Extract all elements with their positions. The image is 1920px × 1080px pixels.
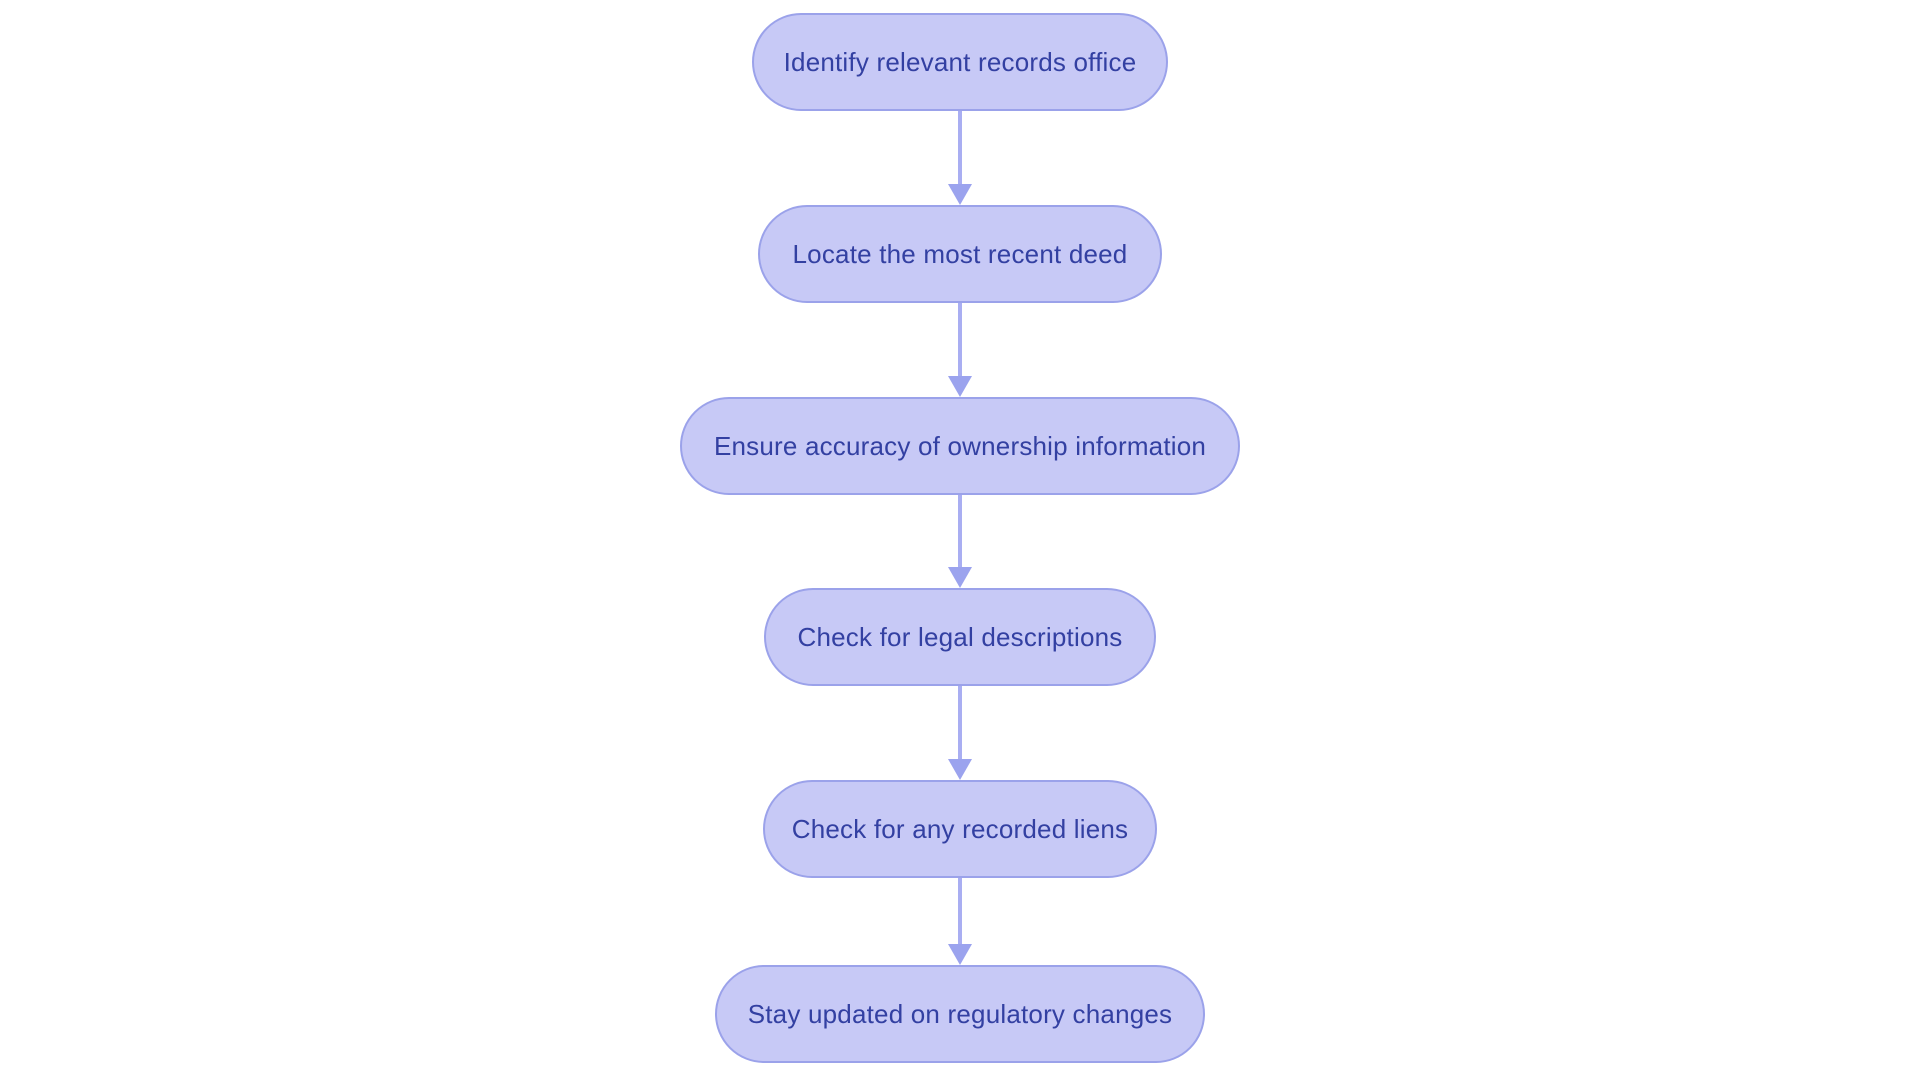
arrow-stem — [958, 686, 962, 761]
arrow-2 — [948, 303, 972, 397]
node-label: Locate the most recent deed — [792, 238, 1128, 269]
arrow-stem — [958, 111, 962, 186]
node-label: Identify relevant records office — [783, 46, 1137, 77]
node-label: Ensure accuracy of ownership information — [713, 430, 1207, 461]
arrow-1 — [948, 111, 972, 205]
arrow-head-icon — [948, 376, 972, 397]
arrow-head-icon — [948, 567, 972, 588]
node-identify-records-office: Identify relevant records office — [752, 13, 1168, 111]
arrow-stem — [958, 878, 962, 946]
node-check-recorded-liens: Check for any recorded liens — [763, 780, 1157, 878]
node-stay-updated-regulatory: Stay updated on regulatory changes — [715, 965, 1205, 1063]
node-ensure-ownership-accuracy: Ensure accuracy of ownership information — [680, 397, 1240, 495]
node-label: Check for any recorded liens — [791, 813, 1129, 844]
arrow-stem — [958, 303, 962, 378]
arrow-head-icon — [948, 944, 972, 965]
arrow-5 — [948, 878, 972, 965]
arrow-stem — [958, 495, 962, 569]
node-label: Check for legal descriptions — [797, 621, 1123, 652]
arrow-3 — [948, 495, 972, 588]
node-locate-recent-deed: Locate the most recent deed — [758, 205, 1162, 303]
arrow-head-icon — [948, 184, 972, 205]
arrow-head-icon — [948, 759, 972, 780]
node-check-legal-descriptions: Check for legal descriptions — [764, 588, 1156, 686]
arrow-4 — [948, 686, 972, 780]
node-label: Stay updated on regulatory changes — [747, 998, 1173, 1029]
